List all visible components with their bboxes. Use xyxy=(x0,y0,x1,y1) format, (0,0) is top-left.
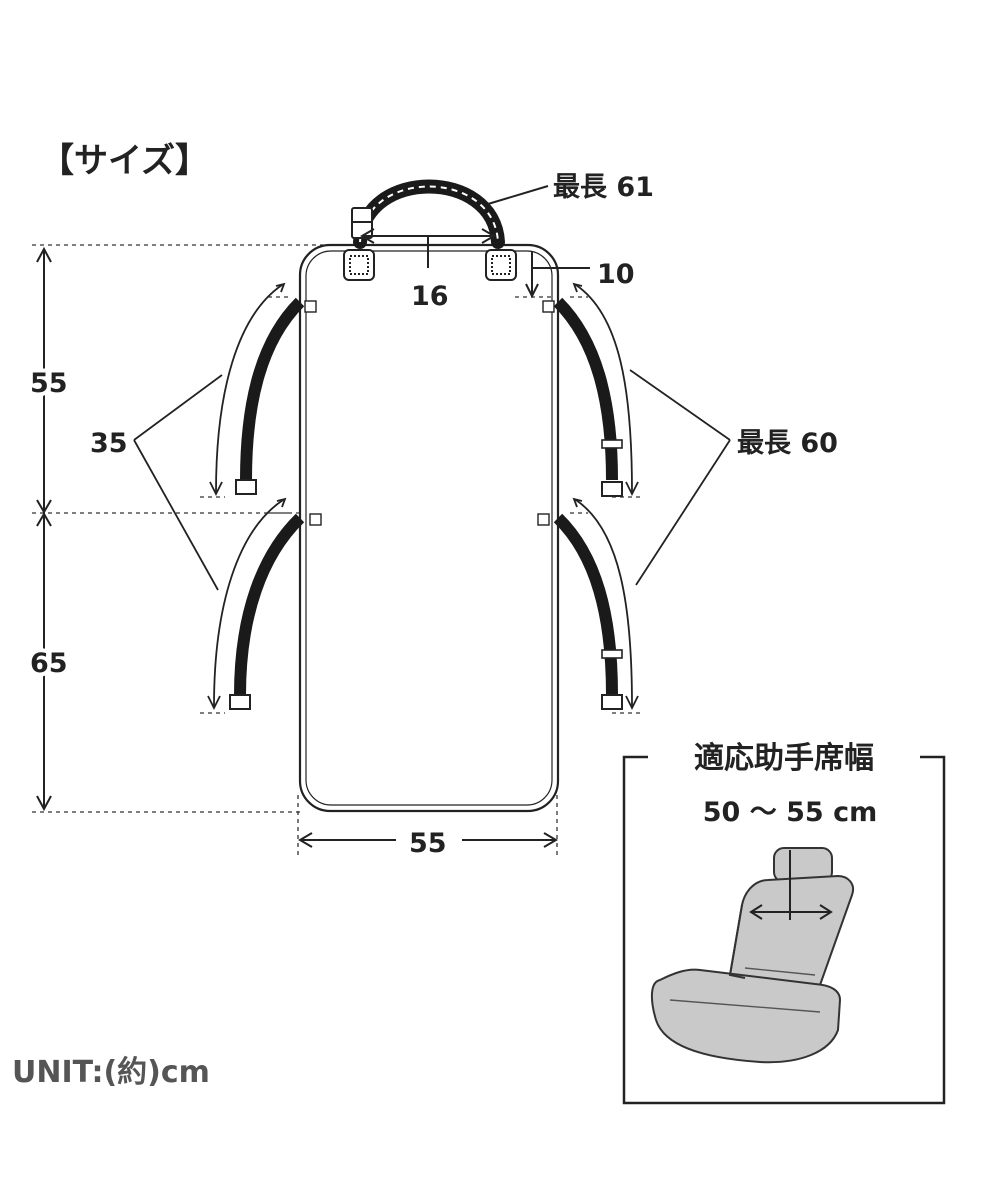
height-upper-label: 55 xyxy=(30,368,68,399)
width-label: 55 xyxy=(409,828,447,859)
height-lower-label: 65 xyxy=(30,648,68,679)
handle-gap-label: 16 xyxy=(411,281,449,312)
tab-length-dimension xyxy=(525,252,590,299)
width-dimension xyxy=(298,832,558,848)
inset-range: 50 ～ 55 cm xyxy=(703,797,878,828)
strap-leaders xyxy=(133,369,731,591)
handle-max-label: 最長 61 xyxy=(553,172,654,203)
unit-label: UNIT:(約)cm xyxy=(12,1055,210,1090)
handle-gap-dimension xyxy=(360,228,496,268)
top-handle xyxy=(351,179,505,249)
inset-title: 適応助手席幅 xyxy=(694,741,874,776)
strap-anchors xyxy=(304,300,555,526)
buckle-icon xyxy=(235,479,257,495)
car-seat-illustration xyxy=(650,847,854,1064)
left-upper-strap xyxy=(209,282,305,497)
handle-tabs xyxy=(343,249,517,281)
seat-width-dimension xyxy=(749,850,833,920)
tab-length-label: 10 xyxy=(597,259,635,290)
buckle-icon xyxy=(601,481,623,497)
buckle-icon xyxy=(229,694,251,710)
dashed-guides xyxy=(32,244,640,858)
diagram-title: 【サイズ】 xyxy=(40,141,209,181)
height-dimension xyxy=(36,246,52,812)
right-lower-strap xyxy=(553,497,639,711)
seat-cover-body xyxy=(298,243,560,813)
strap-short-label: 35 xyxy=(90,428,128,459)
strap-max-label: 最長 60 xyxy=(737,428,838,459)
handle-max-leader xyxy=(487,185,549,205)
buckle-icon xyxy=(601,694,623,710)
right-upper-strap xyxy=(553,282,639,497)
left-lower-strap xyxy=(207,497,305,711)
seat-width-inset: 適応助手席幅 50 ～ 55 cm xyxy=(622,741,946,1105)
